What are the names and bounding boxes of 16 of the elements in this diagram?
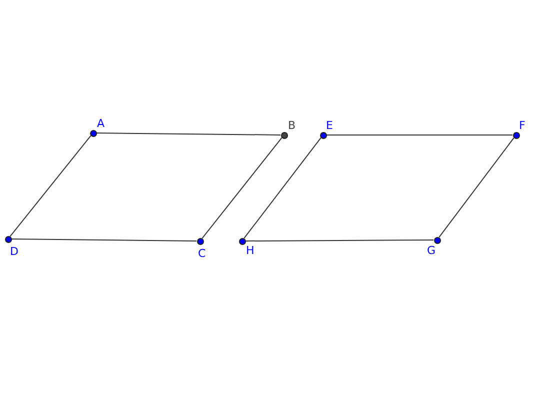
point-label: F	[519, 120, 526, 132]
point-label: G	[427, 245, 436, 257]
line-segment	[326, 134, 513, 136]
line-segment	[245, 240, 434, 242]
point-label: A	[97, 118, 105, 130]
point-label: B	[288, 120, 296, 132]
line-segment	[11, 238, 197, 242]
line-segment	[10, 135, 92, 237]
point-label: C	[198, 248, 206, 260]
point-label: D	[10, 246, 18, 258]
line-segment	[244, 137, 322, 239]
line-segment	[202, 137, 282, 239]
line-segment	[438, 137, 514, 238]
line-segment	[96, 132, 281, 136]
point-label: H	[246, 245, 254, 257]
point-label: E	[326, 120, 333, 132]
